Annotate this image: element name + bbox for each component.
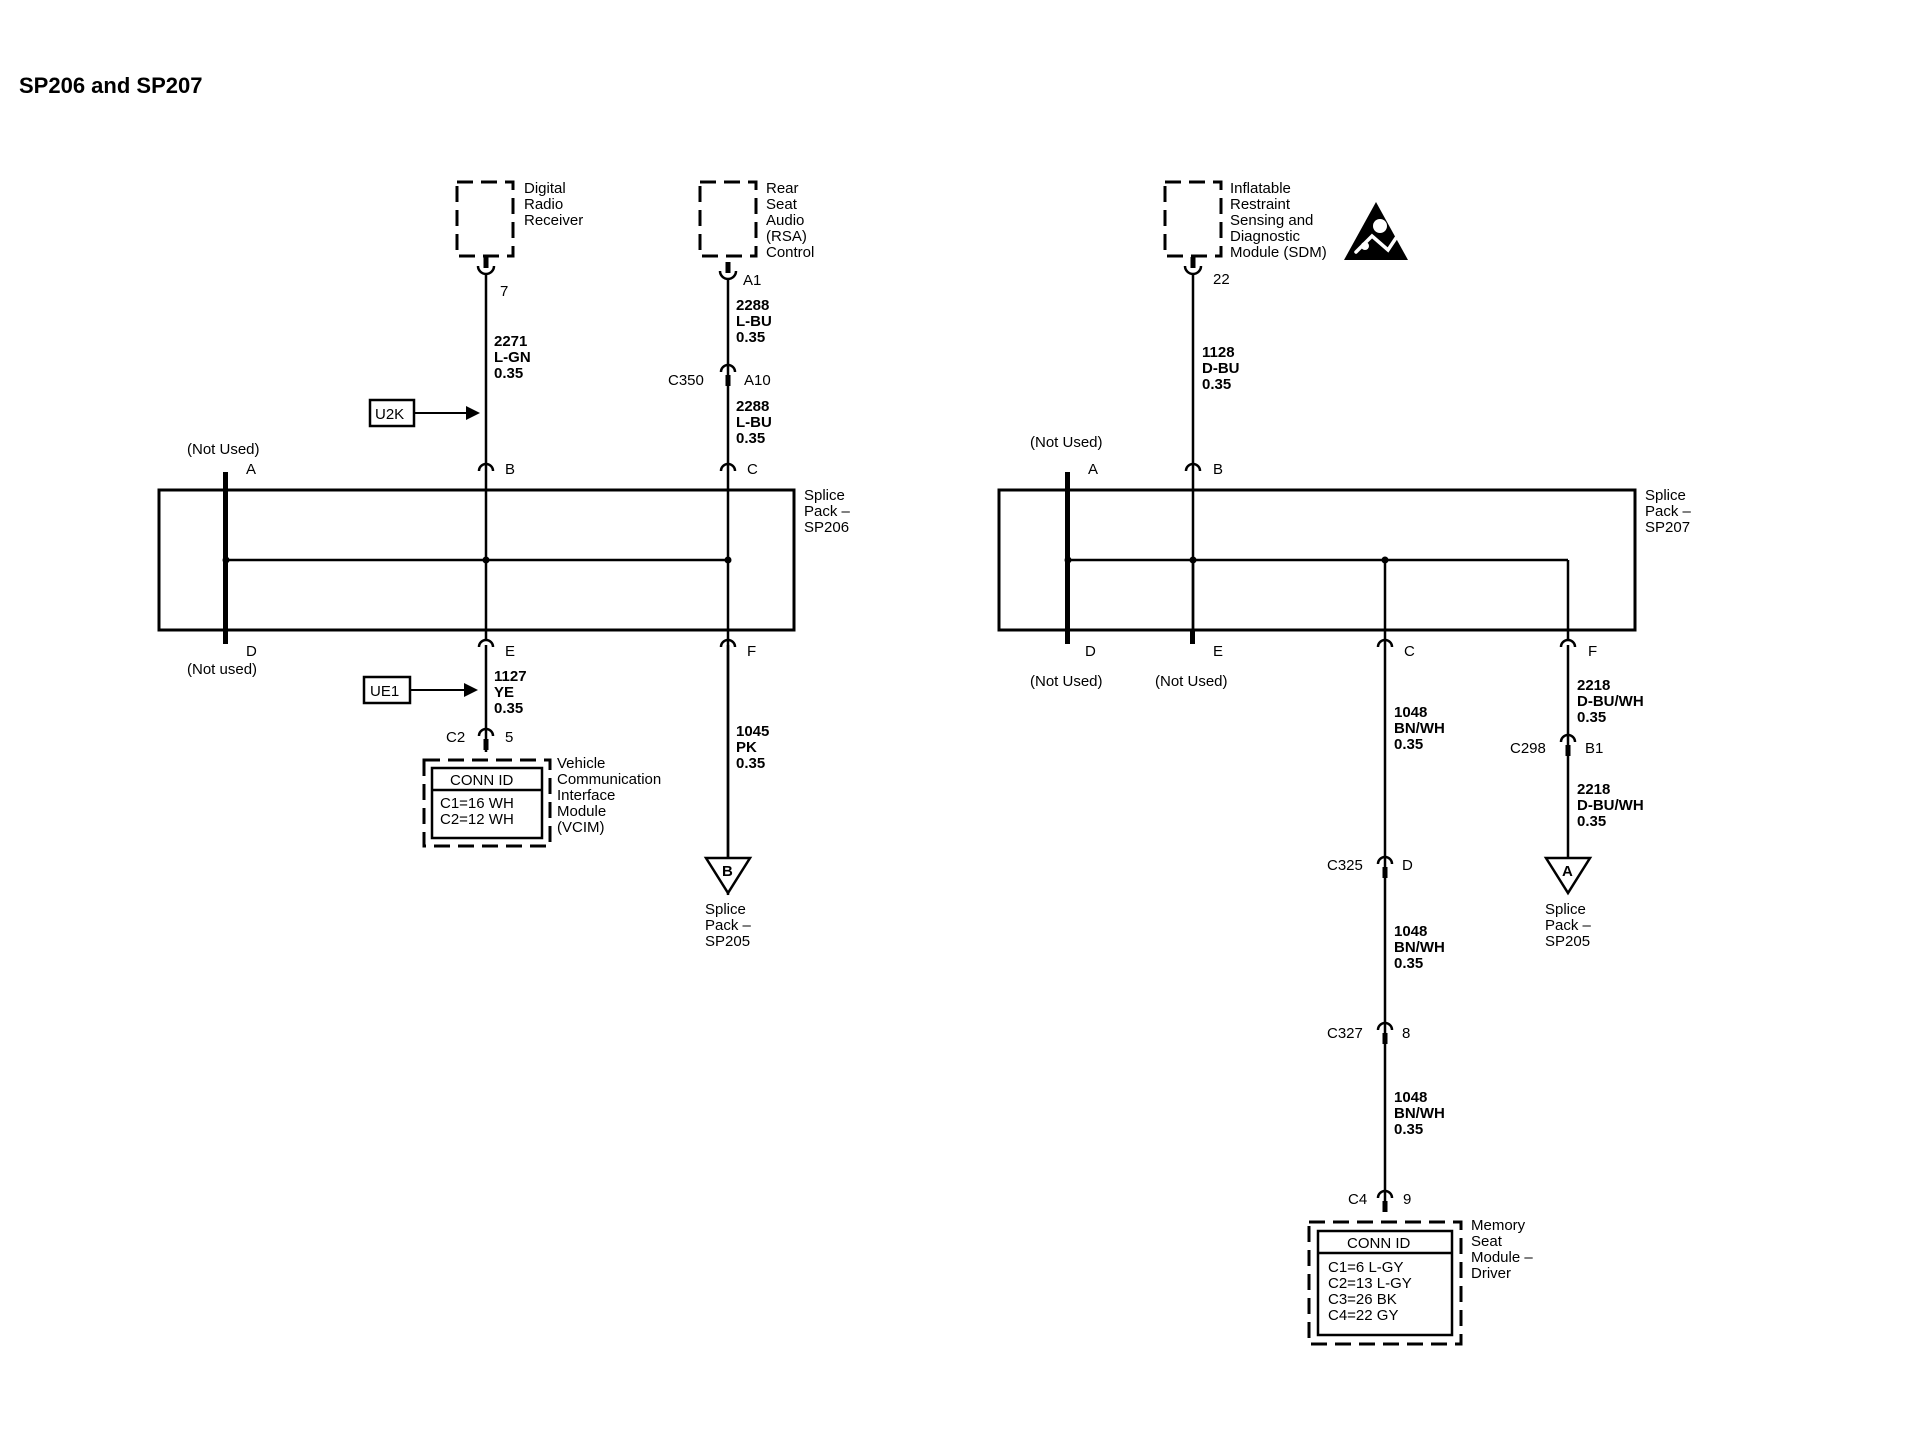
wire-2271-label: 2271 L-GN 0.35 [494,333,535,382]
wire-1128-label: 1128 D-BU 0.35 [1202,344,1244,393]
pin-label: 9 [1403,1191,1411,1208]
splice-pack-sp207-label: Splice Pack – SP207 [1645,487,1695,536]
rsa-control-label: Rear Seat Audio (RSA) Control [766,180,814,261]
c298-label: C298 [1510,740,1546,757]
pin-label: D [246,643,257,660]
splice-pack-sp206-label: Splice Pack – SP206 [804,487,854,536]
memory-seat-conn-id-row: C1=6 L-GY [1328,1259,1403,1276]
vcim-conn-id-row: C1=16 WH [440,795,514,812]
pin-label: A1 [743,272,761,289]
splice-pack-sp205-label: Splice Pack – SP205 [705,901,755,950]
pin-label: B [505,461,515,478]
pin-label: 7 [500,283,508,300]
sp207-diagram: Inflatable Restraint Sensing and Diagnos… [997,180,1695,1346]
wire-2218-upper-label: 2218 D-BU/WH 0.35 [1577,677,1648,726]
u2k-tag: U2K [375,406,404,423]
sdm-label: Inflatable Restraint Sensing and Diagnos… [1230,180,1327,261]
wire-2288-lower-label: 2288 L-BU 0.35 [736,398,776,447]
splice-reference-triangle [1543,856,1593,896]
pin-label: A [246,461,256,478]
pin-label: C [747,461,758,478]
wire-1048-label-2: 1048 BN/WH 0.35 [1394,923,1449,972]
wire-1045-label: 1045 PK 0.35 [736,723,774,772]
splice-pack-sp207 [997,488,1637,632]
not-used-label: (Not Used) [187,441,260,458]
splice-pack-sp206 [157,488,796,632]
memory-seat-label: Memory Seat Module – Driver [1471,1217,1537,1282]
vcim-conn-id-row: C2=12 WH [440,811,514,828]
sp206-diagram: Digital Radio Receiver 7 2271 L-GN 0.35 … [157,180,854,950]
pin-label: B1 [1585,740,1603,757]
memory-seat-conn-id-row: C3=26 BK [1328,1291,1397,1308]
pin-label: 22 [1213,271,1230,288]
vcim-module [422,758,552,848]
pin-label: 5 [505,729,513,746]
ue1-tag: UE1 [370,683,399,700]
splice-pack-sp205-label: Splice Pack – SP205 [1545,901,1595,950]
vcim-conn-id-header: CONN ID [450,772,514,789]
pin-label: F [747,643,756,660]
pin-label: A [1088,461,1098,478]
memory-seat-module [1307,1220,1463,1346]
memory-seat-conn-id-row: C2=13 L-GY [1328,1275,1412,1292]
pin-label: C [1404,643,1415,660]
digital-radio-receiver-label: Digital Radio Receiver [524,180,583,229]
pin-label: B [1213,461,1223,478]
pin-label: E [505,643,515,660]
pin-label: C2 [446,729,465,746]
pin-label: A10 [744,372,771,389]
vcim-label: Vehicle Communication Interface Module (… [557,755,665,836]
not-used-label: (Not Used) [1030,434,1103,451]
wire-2288-upper-label: 2288 L-BU 0.35 [736,297,776,346]
wire-1048-label-1: 1048 BN/WH 0.35 [1394,704,1449,753]
vcim-conn-id-table [430,766,544,840]
pin-label: F [1588,643,1597,660]
memory-seat-conn-id-row: C4=22 GY [1328,1307,1398,1324]
memory-seat-conn-id-header: CONN ID [1347,1235,1411,1252]
rsa-control-module [698,180,758,258]
pin-label: D [1085,643,1096,660]
reference-letter: A [1562,863,1573,880]
page-title: SP206 and SP207 [19,73,202,98]
pin-label: D [1402,857,1413,874]
airbag-warning-icon [1344,202,1408,260]
c350-label: C350 [668,372,704,389]
c325-label: C325 [1327,857,1363,874]
c4-label: C4 [1348,1191,1367,1208]
wire-1048-label-3: 1048 BN/WH 0.35 [1394,1089,1449,1138]
splice-reference-triangle [703,856,753,896]
pin-label: E [1213,643,1223,660]
not-used-label: (Not used) [187,661,257,678]
not-used-label: (Not Used) [1030,673,1103,690]
c327-label: C327 [1327,1025,1363,1042]
digital-radio-receiver-module [455,180,515,258]
memory-seat-conn-id-table [1316,1229,1454,1337]
wire-1127-label: 1127 YE 0.35 [494,668,531,717]
reference-letter: B [722,863,733,880]
wire-2218-lower-label: 2218 D-BU/WH 0.35 [1577,781,1648,830]
not-used-label: (Not Used) [1155,673,1228,690]
pin-label: 8 [1402,1025,1410,1042]
sdm-module [1163,180,1223,258]
